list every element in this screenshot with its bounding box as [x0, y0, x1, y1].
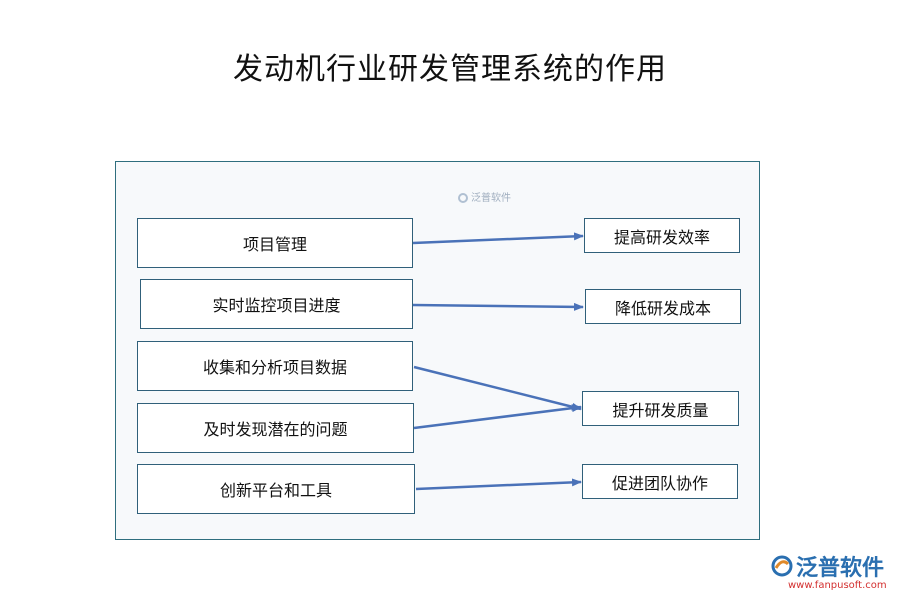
arrow-4	[413, 404, 582, 430]
right-box-label: 提高研发效率	[613, 227, 710, 247]
left-box-label: 实时监控项目进度	[212, 296, 341, 315]
brand-url: www.fanpusoft.com	[788, 580, 887, 591]
left-box-label: 创新平台和工具	[219, 481, 332, 500]
left-box-innovation-platform: 创新平台和工具	[137, 464, 415, 514]
arrow-3	[413, 365, 582, 411]
right-box-label: 提升研发质量	[612, 400, 709, 420]
left-box-project-management: 项目管理	[137, 218, 413, 268]
left-box-label: 项目管理	[242, 235, 307, 254]
right-box-teamwork: 促进团队协作	[582, 464, 738, 499]
right-box-label: 降低研发成本	[614, 298, 711, 318]
left-box-data-analysis: 收集和分析项目数据	[137, 341, 413, 391]
right-box-quality: 提升研发质量	[582, 391, 739, 426]
watermark-logo-icon	[458, 193, 468, 203]
left-box-label: 收集和分析项目数据	[202, 358, 347, 377]
left-box-label: 及时发现潜在的问题	[203, 420, 348, 439]
right-box-label: 促进团队协作	[611, 473, 708, 493]
watermark-text: 泛普软件	[471, 193, 511, 204]
brand-swirl-icon	[771, 555, 793, 577]
right-box-cost: 降低研发成本	[585, 289, 741, 324]
arrow-1	[412, 232, 584, 245]
right-box-efficiency: 提高研发效率	[584, 218, 740, 253]
brand-name: 泛普软件	[796, 556, 885, 581]
left-box-issue-detection: 及时发现潜在的问题	[137, 403, 414, 453]
brand-logo: 泛普软件 www.fanpusoft.com	[768, 548, 893, 598]
left-box-realtime-monitoring: 实时监控项目进度	[140, 279, 413, 329]
page-title: 发动机行业研发管理系统的作用	[233, 52, 667, 87]
arrow-5	[415, 478, 582, 491]
arrow-2	[412, 302, 584, 311]
watermark: 泛普软件	[458, 189, 511, 204]
